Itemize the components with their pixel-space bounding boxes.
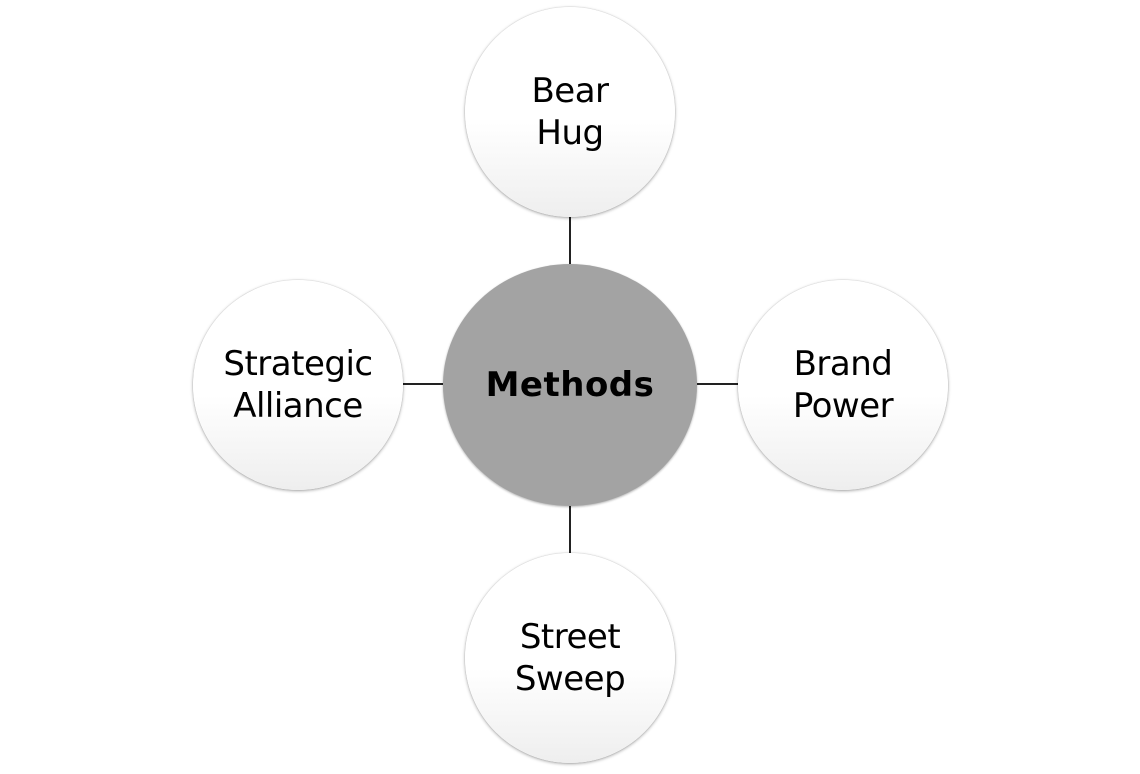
connector-bottom xyxy=(569,505,571,553)
node-strategic-alliance: Strategic Alliance xyxy=(193,280,403,490)
node-label-line: Sweep xyxy=(514,659,626,699)
node-label-line: Alliance xyxy=(233,386,363,426)
center-node-methods: Methods xyxy=(443,264,697,506)
node-label-line: Power xyxy=(792,386,894,426)
connector-top xyxy=(569,217,571,265)
node-bear-hug: Bear Hug xyxy=(465,7,675,217)
node-label-line: Street xyxy=(519,617,621,657)
connector-right xyxy=(696,383,738,385)
node-street-sweep: Street Sweep xyxy=(465,553,675,763)
node-brand-power: Brand Power xyxy=(738,280,948,490)
node-label-line: Brand xyxy=(793,344,893,384)
connector-left xyxy=(403,383,444,385)
node-label-line: Hug xyxy=(536,113,604,153)
node-label-line: Bear xyxy=(531,71,609,111)
center-node-label: Methods xyxy=(485,365,655,405)
node-label-line: Strategic xyxy=(223,344,373,384)
